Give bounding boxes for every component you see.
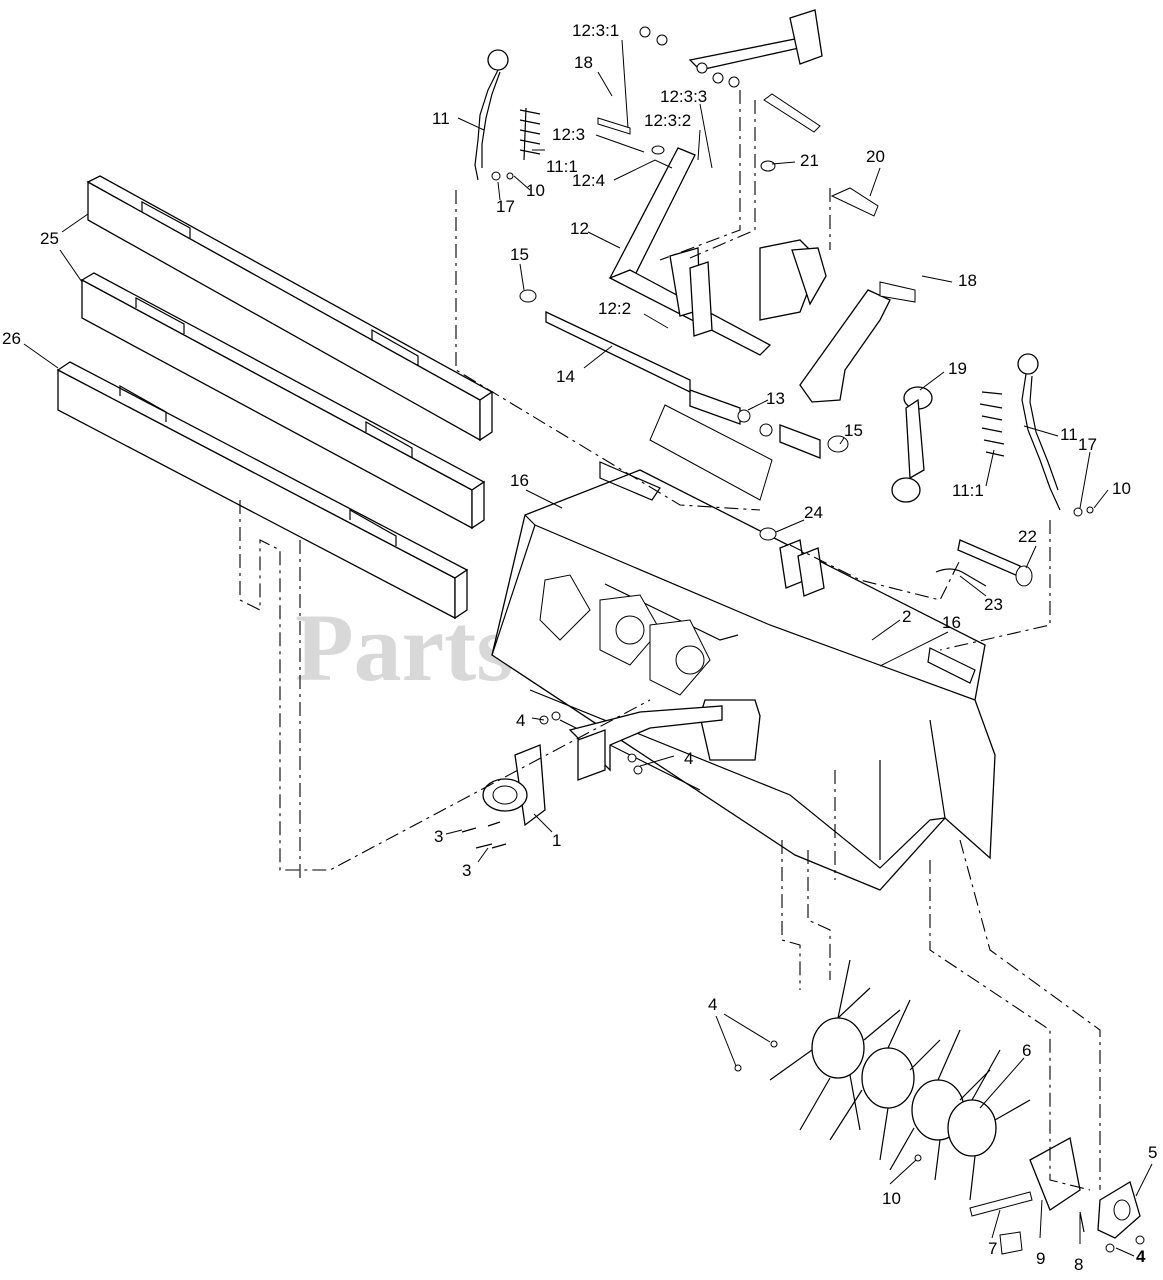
label-26: 26 bbox=[2, 329, 21, 348]
weight-bar-1 bbox=[86, 175, 494, 442]
assembly-lines bbox=[239, 90, 1101, 1191]
label-15-top: 15 bbox=[510, 245, 529, 264]
label-10-bottom: 10 bbox=[882, 1189, 901, 1208]
label-11-right: 11 bbox=[1060, 425, 1078, 444]
label-3-upper: 3 bbox=[434, 827, 443, 846]
label-16-left: 16 bbox=[510, 471, 529, 490]
weight-bar-3 bbox=[56, 361, 469, 620]
label-19: 19 bbox=[948, 359, 967, 378]
housing bbox=[491, 461, 996, 891]
label-1: 1 bbox=[552, 831, 561, 850]
label-10-top: 10 bbox=[526, 181, 545, 200]
label-12-3-3: 12:3:3 bbox=[660, 87, 707, 106]
label-12-2: 12:2 bbox=[598, 299, 631, 318]
label-10-right: 10 bbox=[1112, 479, 1131, 498]
label-16-right: 16 bbox=[942, 613, 961, 632]
leader-lines bbox=[23, 39, 1153, 1257]
label-8: 8 bbox=[1074, 1255, 1083, 1274]
label-24: 24 bbox=[804, 503, 823, 522]
label-13: 13 bbox=[766, 389, 785, 408]
weight-bar-2 bbox=[80, 272, 486, 530]
label-14: 14 bbox=[556, 367, 575, 386]
label-18-right: 18 bbox=[958, 271, 977, 290]
label-12-3-1: 12:3:1 bbox=[572, 21, 619, 40]
label-4-middle: 4 bbox=[684, 749, 693, 768]
label-3-lower: 3 bbox=[462, 861, 471, 880]
label-9: 9 bbox=[1036, 1249, 1045, 1268]
label-12-4: 12:4 bbox=[572, 171, 605, 190]
tine-reel bbox=[734, 959, 1145, 1255]
label-23: 23 bbox=[984, 595, 1003, 614]
label-20: 20 bbox=[866, 147, 885, 166]
label-11-1-left: 11:1 bbox=[546, 157, 578, 176]
chains-springs bbox=[474, 49, 1094, 517]
label-17-right: 17 bbox=[1078, 435, 1097, 454]
label-4-upper: 4 bbox=[516, 711, 525, 730]
label-12-3: 12:3 bbox=[552, 125, 585, 144]
label-25: 25 bbox=[40, 229, 59, 248]
label-5: 5 bbox=[1148, 1143, 1157, 1162]
label-15-bottom: 15 bbox=[844, 421, 863, 440]
label-4-bottom: 4 bbox=[1136, 1247, 1146, 1266]
label-11-1-right: 11:1 bbox=[952, 481, 984, 500]
label-18-top: 18 bbox=[574, 53, 593, 72]
top-linkage bbox=[639, 9, 823, 133]
label-2: 2 bbox=[902, 607, 911, 626]
label-12: 12 bbox=[570, 219, 589, 238]
label-21: 21 bbox=[800, 151, 819, 170]
turnbuckle-pin bbox=[759, 386, 1033, 597]
label-4-reel: 4 bbox=[708, 995, 717, 1014]
label-17-left: 17 bbox=[496, 197, 515, 216]
lift-linkage bbox=[519, 117, 916, 501]
label-22: 22 bbox=[1018, 527, 1037, 546]
part-labels: 12:3:1 18 12:3:3 12:3:2 12:3 11 11:1 12:… bbox=[2, 21, 1157, 1274]
label-6: 6 bbox=[1022, 1041, 1031, 1060]
label-7: 7 bbox=[988, 1239, 997, 1258]
weight-bars bbox=[56, 175, 494, 620]
label-12-3-2: 12:3:2 bbox=[644, 111, 691, 130]
label-11-left: 11 bbox=[432, 109, 450, 128]
